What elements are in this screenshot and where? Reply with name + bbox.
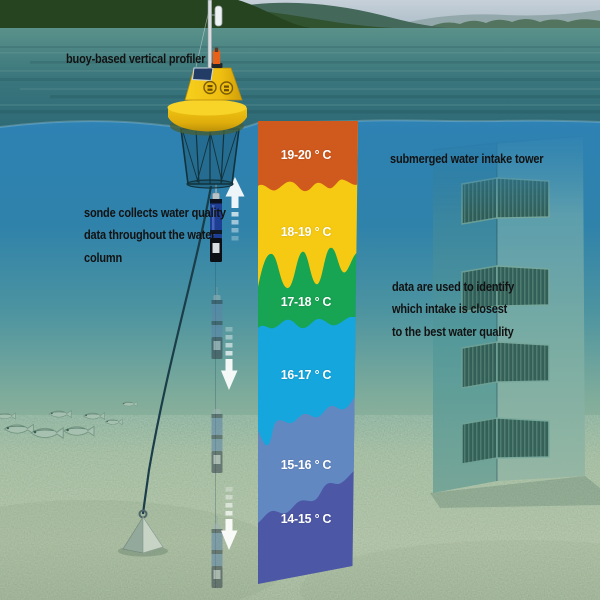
temperature-column [258, 121, 358, 584]
buoy [167, 0, 247, 189]
band-label-14-15: 14-15 ° C [280, 511, 332, 526]
down-arrow-icon [221, 487, 238, 550]
band-label-17-18: 17-18 ° C [280, 294, 332, 309]
down-arrow-icon [221, 327, 238, 390]
band-label-18-19: 18-19 ° C [280, 224, 332, 239]
data-usage-label: data are used to identify which intake i… [392, 280, 515, 339]
band-label-19-20: 19-20 ° C [280, 147, 332, 162]
intake-tower [430, 135, 600, 508]
porthole [203, 80, 217, 95]
solar-panel [191, 67, 214, 82]
buoy-label: buoy-based vertical profiler [66, 52, 206, 66]
intake-grate [461, 341, 550, 389]
intake-grate [461, 177, 550, 225]
mast [207, 0, 212, 69]
sonde-label: sonde collects water quality data throug… [84, 206, 226, 265]
porthole [219, 81, 234, 95]
mooring-cable [141, 185, 213, 515]
buoy-cage [180, 128, 240, 189]
intake-grate [461, 265, 550, 313]
intake-grate [461, 417, 550, 465]
band-19-20 [258, 121, 358, 192]
beacon-light-icon [212, 48, 221, 64]
main-sonde [210, 184, 222, 262]
up-arrow-icon [225, 177, 245, 241]
band-label-16-17: 16-17 ° C [280, 367, 332, 382]
antenna-icon [214, 5, 223, 27]
lake-surface [0, 28, 600, 138]
band-label-15-16: 15-16 ° C [280, 457, 332, 472]
tower-label: submerged water intake tower [390, 152, 544, 166]
anchor-weight [118, 509, 168, 557]
